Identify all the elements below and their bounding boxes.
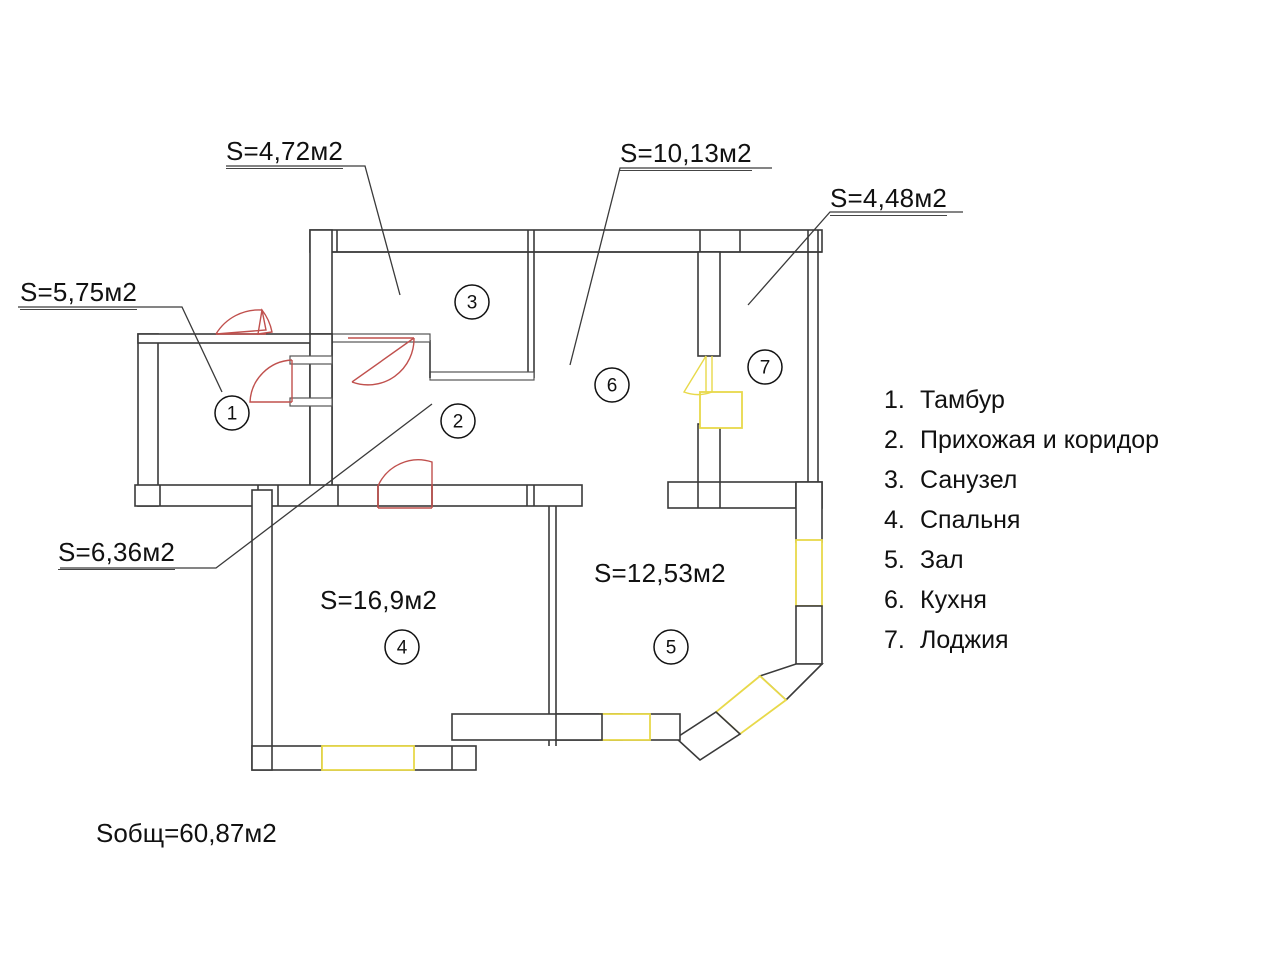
door-group [215,308,433,509]
legend-number-1: 1. [884,386,905,414]
door-entrance-swing [215,309,267,335]
total-area-label: Sобщ=60,87м2 [96,818,277,848]
lbl-472: S=4,72м2 [226,136,344,169]
wall-group-tambour [137,333,333,507]
wall-bedroom-left [251,489,273,771]
lbl-1013: S=10,13м2 [620,138,752,171]
marker-6: 6 [594,367,630,403]
marker-5: 5 [653,629,689,665]
wall-door-head-left [289,355,333,365]
leader-line-group [18,165,963,569]
wall-door-sill-left [289,397,333,407]
door-bedroom-arc [377,459,433,508]
legend-label-2: Прихожая и коридор [920,426,1160,454]
wall-mid-horizontal [134,484,583,507]
marker-2-number: 2 [453,412,464,433]
legend-number-2: 2. [884,426,905,454]
legend-number-4: 4. [884,506,905,534]
marker-7-circle [747,349,783,385]
door-bath-arc [351,337,415,386]
window-group [321,355,743,771]
legend-label-3: Санузел [920,466,1018,494]
door-tambour-arc [249,359,293,403]
wall-tambour-left [137,333,159,507]
lbl-1253: S=12,53м2 [594,558,726,588]
legend-item-3: 3. Санузел [884,460,1159,500]
marker-2-circle [440,403,476,439]
marker-7: 7 [747,349,783,385]
lbl-575: S=5,75м2 [20,277,138,310]
legend-item-2: 2. Прихожая и коридор [884,420,1159,460]
leader-472 [226,165,401,296]
legend-label-4: Спальня [920,506,1021,534]
legend-label-7: Лоджия [920,626,1009,654]
marker-6-number: 6 [607,376,618,397]
legend-number-5: 5. [884,546,905,574]
legend-item-1: 1. Тамбур [884,380,1159,420]
legend-label-5: Зал [920,546,964,574]
legend-number-3: 3. [884,466,905,494]
marker-6-circle [594,367,630,403]
wall-loggia-partition-upper [697,251,721,357]
wall-bay-right-lower [795,605,823,665]
marker-2: 2 [440,403,476,439]
room-legend: 1. Тамбур 2. Прихожая и коридор 3. Сануз… [884,380,1159,660]
marker-3-circle [454,284,490,320]
legend-number-7: 7. [884,626,905,654]
legend-item-4: 4. Спальня [884,500,1159,540]
wall-group-upper [309,229,823,491]
window-bay-bottom [599,713,651,741]
legend-item-6: 6. Кухня [884,580,1159,620]
lbl-448: S=4,48м2 [830,183,948,216]
door-entrance-arc [215,309,263,335]
marker-1-number: 1 [227,404,238,425]
marker-4-number: 4 [397,638,408,659]
wall-group-kitchen-loggia [667,230,823,543]
bay-window-group [555,539,824,762]
wall-bay-corner-2 [674,710,742,762]
marker-3-number: 3 [467,293,478,314]
legend-item-7: 7. Лоджия [884,620,1159,660]
legend-number-6: 6. [884,586,905,614]
wall-tambour-top [137,333,333,344]
marker-4: 4 [384,629,420,665]
legend-item-5: 5. Зал [884,540,1159,580]
window-loggia-door-leaf [699,391,743,429]
leader-636 [60,403,433,569]
window-bay-right-upper [795,539,823,607]
leader-448 [747,211,963,306]
wall-bath-bottom [429,371,535,381]
window-loggia-door-swing [682,355,713,396]
marker-4-circle [384,629,420,665]
wall-group-mid-horizontal [134,484,583,507]
marker-5-circle [653,629,689,665]
marker-5-number: 5 [666,638,677,659]
lbl-169: S=16,9м2 [320,585,438,615]
legend-label-1: Тамбур [920,386,1005,414]
room-marker-group: 1 2 3 4 5 6 7 [214,284,783,665]
lbl-636: S=6,36м2 [58,537,176,570]
window-bedroom-bottom [321,745,415,771]
marker-3: 3 [454,284,490,320]
legend-label-6: Кухня [920,586,987,614]
marker-7-number: 7 [760,358,771,379]
wall-kitchen-right-stub [795,481,823,543]
wall-loggia-partition-lower [697,423,721,489]
marker-1: 1 [214,395,250,431]
leader-1013 [569,167,772,366]
leader-575 [18,306,223,393]
door-bath-chord [351,337,415,383]
wall-bay-bottom-stub [555,713,603,741]
marker-1-circle [214,395,250,431]
